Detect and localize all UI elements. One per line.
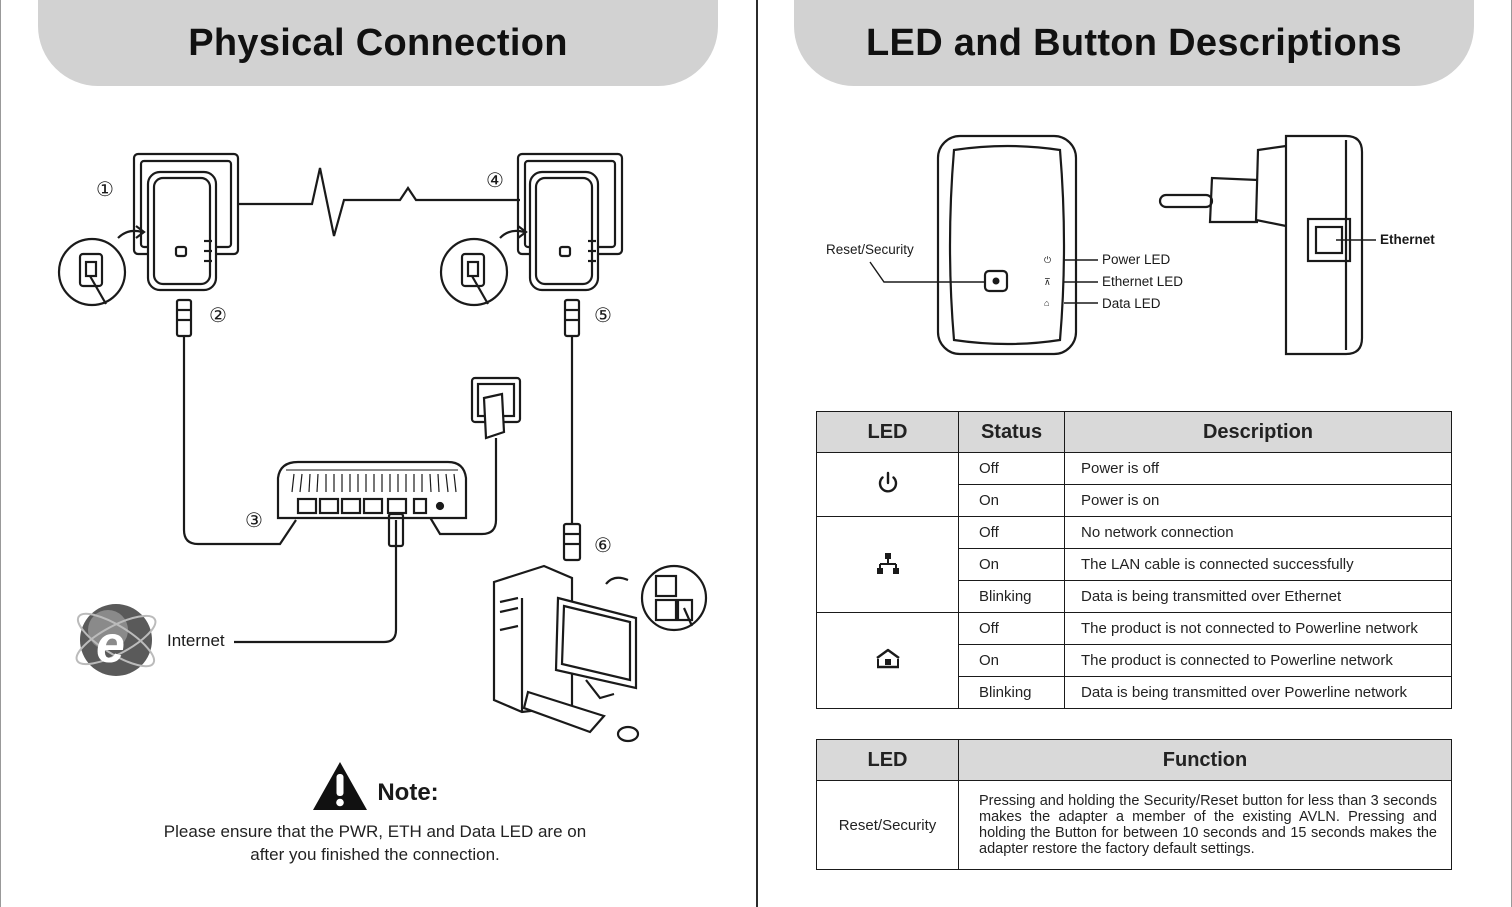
led-table-header-status: Status [958, 411, 1065, 453]
note-text: Please ensure that the PWR, ETH and Data… [80, 820, 670, 866]
function-led-cell: Reset/Security [816, 780, 959, 870]
internet-label: Internet [167, 631, 225, 650]
router [276, 460, 468, 520]
ethernet-plug-6 [562, 522, 582, 562]
function-table-header-row: LED Function [816, 739, 1452, 781]
powerline-adapter-2 [499, 152, 624, 292]
status-cell: Off [958, 516, 1065, 549]
power-led-label: Power LED [1102, 252, 1171, 267]
reset-security-label: Reset/Security [826, 242, 914, 257]
led-status-table: LED Status Description Off Power is off … [816, 411, 1452, 709]
description-cell: Data is being transmitted over Powerline… [1064, 676, 1452, 709]
description-cell: The product is not connected to Powerlin… [1064, 612, 1452, 645]
step-label-5: ⑤ [594, 305, 612, 327]
plug-in-arrow [605, 576, 629, 585]
power-led-cell [816, 452, 959, 517]
page-divider [756, 0, 758, 907]
router-power-cable [427, 450, 498, 536]
table-row: Reset/Security Pressing and holding the … [816, 780, 1452, 870]
status-cell: Blinking [958, 580, 1065, 613]
table-row: On The product is connected to Powerline… [817, 644, 1452, 677]
status-cell: Off [958, 452, 1065, 485]
network-icon [876, 552, 899, 574]
step-label-6: ⑥ [594, 535, 612, 557]
step-label-2: ② [209, 305, 227, 327]
description-cell: Power is off [1064, 452, 1452, 485]
internet-cable [234, 520, 398, 644]
led-table-header-led: LED [816, 411, 959, 453]
internet-globe-icon: e [75, 604, 157, 676]
wall-plug-zoom-1 [57, 237, 127, 307]
function-description-cell: Pressing and holding the Security/Reset … [958, 780, 1452, 870]
table-row: Off Power is off [816, 452, 1452, 517]
svg-text:⊼: ⊼ [1044, 277, 1051, 287]
status-cell: Blinking [958, 676, 1065, 709]
device-diagram: ⏻ ⊼ ⌂ Reset/Security Power LED Ethernet LE… [826, 134, 1435, 356]
page-edge-left [0, 0, 1, 907]
data-led-cell [816, 612, 959, 709]
button-function-table: LED Function Reset/Security Pressing and… [816, 739, 1452, 870]
home-network-icon [875, 648, 900, 668]
svg-text:e: e [96, 616, 125, 674]
ethernet-led-cell [816, 516, 959, 613]
reset-button [983, 269, 1009, 293]
led-button-title: LED and Button Descriptions [866, 21, 1402, 64]
description-cell: Data is being transmitted over Ethernet [1064, 580, 1452, 613]
note-text-line-1: Please ensure that the PWR, ETH and Data… [163, 822, 587, 841]
description-cell: The product is connected to Powerline ne… [1064, 644, 1452, 677]
table-row: Off No network connection [816, 516, 1452, 613]
router-power-adapter [470, 376, 522, 450]
function-table-header-led: LED [816, 739, 959, 781]
table-row: Blinking Data is being transmitted over … [817, 676, 1452, 709]
status-cell: Off [958, 612, 1065, 645]
router-wan-plug [387, 512, 405, 548]
power-icon [878, 471, 897, 492]
description-cell: Power is on [1064, 484, 1452, 517]
svg-text:⏻: ⏻ [1044, 255, 1051, 265]
computer-port-zoom [640, 564, 708, 632]
warning-icon [313, 762, 368, 810]
table-row: Off The product is not connected to Powe… [816, 612, 1452, 709]
note-section: Note: Please ensure that the PWR, ETH an… [80, 760, 670, 866]
connection-diagram: ① ② ③ ④ ⑤ ⑥ e Internet [57, 152, 708, 743]
step-label-1: ① [96, 179, 114, 201]
ethernet-led-label: Ethernet LED [1102, 274, 1183, 289]
ethernet-port-label: Ethernet [1380, 232, 1435, 247]
led-button-banner: LED and Button Descriptions [794, 0, 1474, 86]
description-cell: The LAN cable is connected successfully [1064, 548, 1452, 581]
physical-connection-banner: Physical Connection [38, 0, 718, 86]
description-cell: No network connection [1064, 516, 1452, 549]
powerline-signal [238, 167, 520, 237]
ethernet-plug-5 [563, 298, 581, 338]
step-label-4: ④ [486, 170, 504, 192]
led-table-header-description: Description [1064, 411, 1452, 453]
computer [492, 564, 640, 743]
wall-plug-zoom-2 [439, 237, 509, 307]
status-cell: On [958, 644, 1065, 677]
data-led-label: Data LED [1102, 296, 1161, 311]
note-header: Note: [80, 760, 670, 812]
led-table-header-row: LED Status Description [816, 411, 1452, 453]
adapter-front-view [936, 134, 1078, 356]
table-row: Blinking Data is being transmitted over … [817, 580, 1452, 613]
status-cell: On [958, 548, 1065, 581]
note-text-line-2: after you finished the connection. [250, 845, 500, 864]
status-cell: On [958, 484, 1065, 517]
cable-adapter1-router [182, 336, 297, 546]
note-title: Note: [377, 779, 439, 806]
ethernet-plug-2 [175, 298, 193, 338]
physical-connection-title: Physical Connection [188, 21, 568, 64]
svg-text:⌂: ⌂ [1044, 298, 1049, 308]
function-table-header-function: Function [958, 739, 1452, 781]
step-label-3: ③ [245, 510, 263, 532]
adapter-side-view [1158, 134, 1364, 356]
powerline-adapter-1 [117, 152, 240, 292]
